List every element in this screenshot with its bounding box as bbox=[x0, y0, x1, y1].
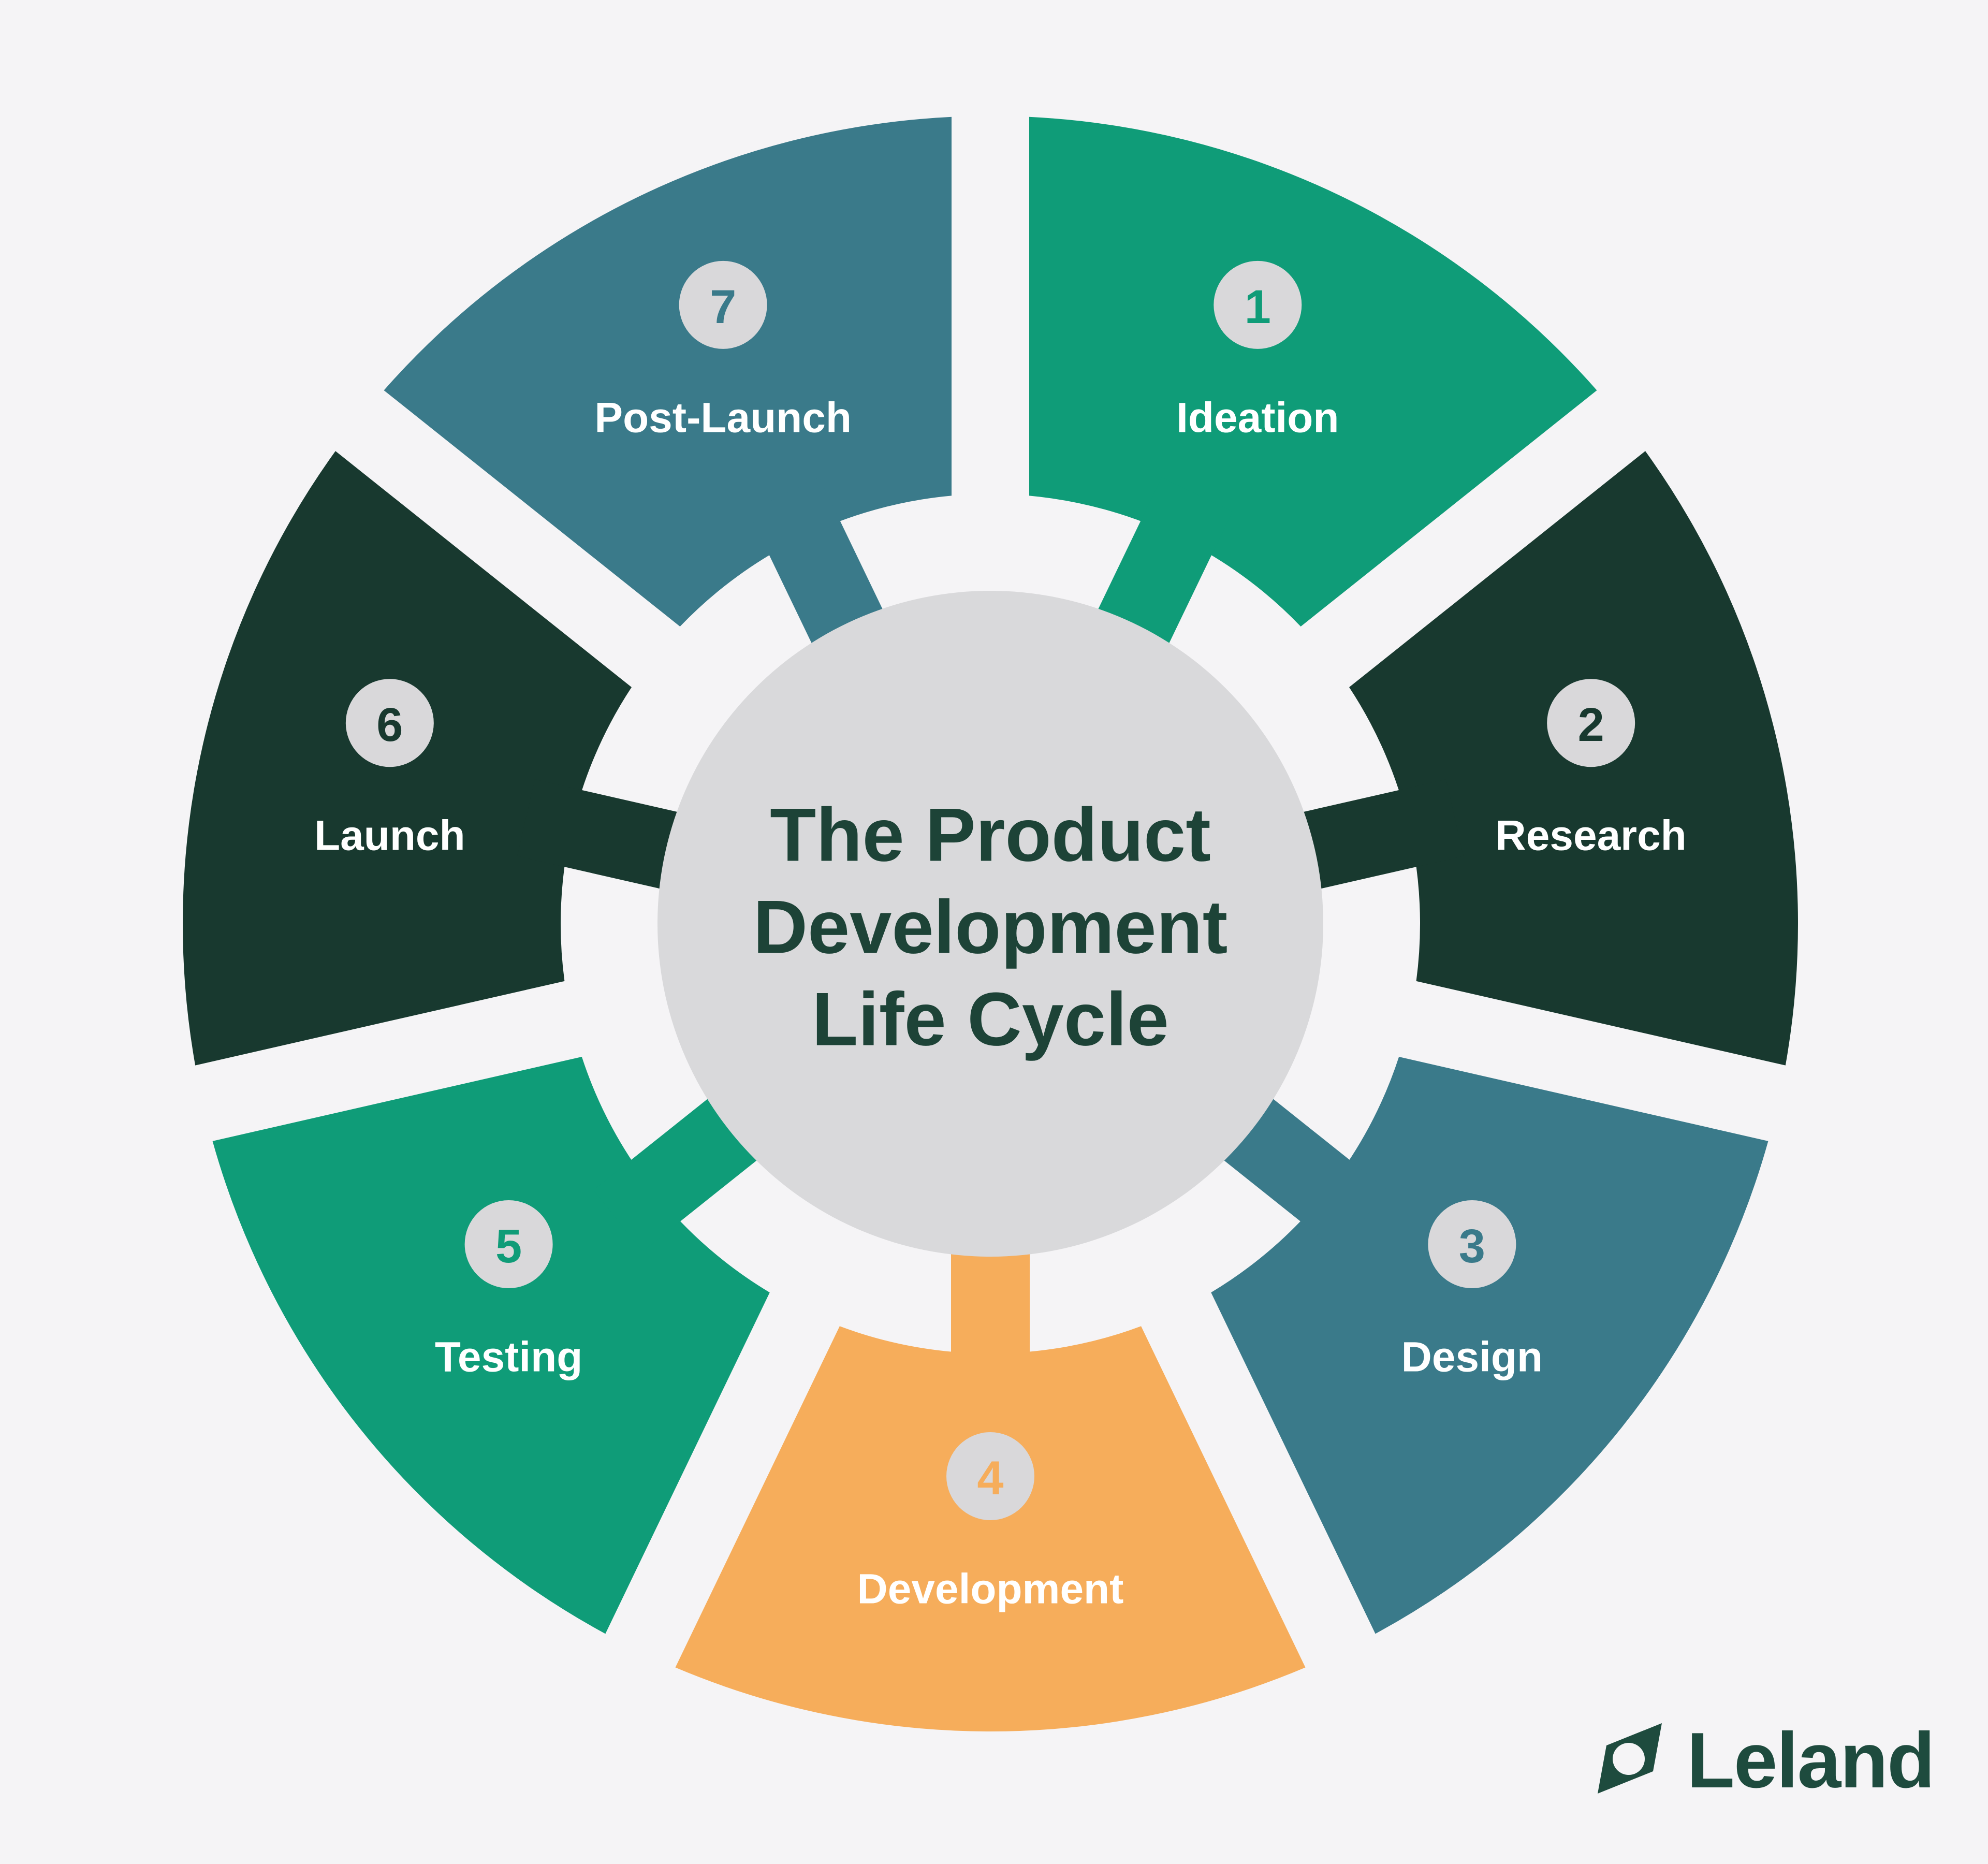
step-number-3: 3 bbox=[1459, 1220, 1485, 1273]
segment-development-shape bbox=[675, 1326, 1306, 1731]
segment-label-ideation: Ideation bbox=[1176, 394, 1339, 441]
segment-research-connector bbox=[1284, 779, 1464, 893]
step-badge-7 bbox=[679, 260, 767, 349]
segment-label-launch: Launch bbox=[314, 812, 465, 860]
segment-label-post-launch: Post-Launch bbox=[594, 394, 852, 441]
segment-launch-connector bbox=[517, 779, 696, 893]
step-number-7: 7 bbox=[710, 281, 736, 333]
step-badge-3 bbox=[1428, 1200, 1516, 1288]
leland-logo-icon-hole bbox=[1613, 1743, 1645, 1775]
diagram-title-line-2: Development bbox=[753, 885, 1228, 969]
segment-post-launch-connector bbox=[748, 477, 891, 661]
step-number-6: 6 bbox=[376, 698, 403, 751]
segment-testing-connector bbox=[593, 1086, 772, 1252]
step-badge-5 bbox=[464, 1200, 553, 1288]
step-number-4: 4 bbox=[977, 1452, 1003, 1505]
step-badge-6 bbox=[345, 679, 434, 767]
step-badge-2 bbox=[1547, 679, 1635, 767]
leland-wordmark: Leland bbox=[1687, 1716, 1934, 1804]
segment-design-connector bbox=[1208, 1086, 1387, 1252]
segment-development-connector bbox=[951, 1234, 1030, 1400]
step-number-2: 2 bbox=[1578, 698, 1604, 751]
segment-ideation-connector bbox=[1089, 477, 1233, 661]
segment-label-development: Development bbox=[857, 1566, 1124, 1613]
step-number-5: 5 bbox=[495, 1220, 522, 1273]
diagram-title-line-3: Life Cycle bbox=[812, 977, 1169, 1061]
segment-label-design: Design bbox=[1401, 1333, 1543, 1380]
center-circle bbox=[657, 591, 1323, 1257]
step-badge-1 bbox=[1214, 260, 1302, 349]
step-number-1: 1 bbox=[1245, 281, 1271, 333]
segment-label-testing: Testing bbox=[435, 1333, 582, 1380]
diagram-title-line-1: The Product bbox=[770, 793, 1211, 877]
segment-label-research: Research bbox=[1496, 812, 1687, 860]
step-badge-4 bbox=[946, 1432, 1034, 1520]
